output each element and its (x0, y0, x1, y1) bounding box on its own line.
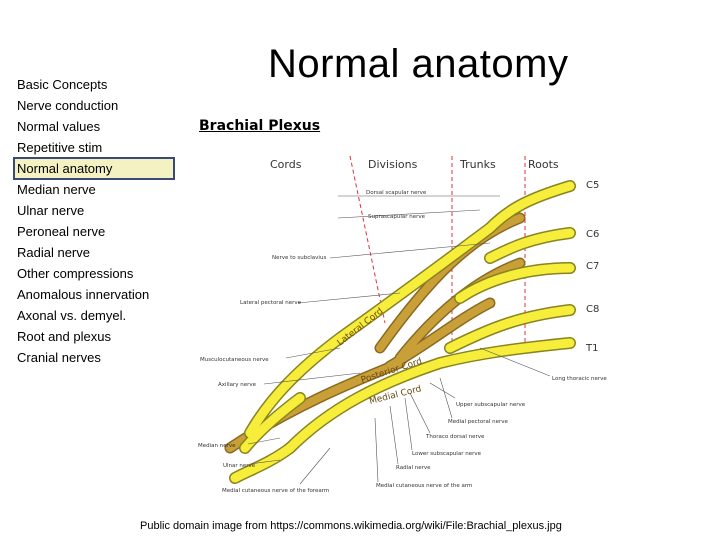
label-dorsal-scapular: Dorsal scapular nerve (366, 190, 427, 196)
branch-line-medial-cutaneous-arm (374, 417, 379, 483)
median-nerve (240, 393, 305, 453)
label-ulnar: Ulnar nerve (223, 463, 256, 469)
image-credit: Public domain image from https://commons… (140, 520, 562, 532)
label-lateral-pectoral: Lateral pectoral nerve (240, 300, 302, 306)
nav-item-repetitive-stim[interactable]: Repetitive stim (17, 140, 103, 155)
label-lower-subscapular: Lower subscapular nerve (412, 451, 482, 457)
divider-cords-divisions (349, 155, 386, 324)
label-nerve-to-subclavius: Nerve to subclavius (272, 255, 326, 261)
nav-item-anomalous-innervation[interactable]: Anomalous innervation (17, 287, 150, 302)
label-musculocutaneous: Musculocutaneous nerve (200, 357, 269, 363)
lateral-cord (245, 181, 575, 438)
branch-line-medial-cutaneous-forearm (299, 447, 331, 485)
label-suprascapular: Suprascapular nerve (368, 214, 426, 220)
c6-root (485, 228, 575, 263)
nav-item-cranial-nerves[interactable]: Cranial nerves (17, 350, 101, 365)
ulnar-nerve (230, 443, 295, 483)
diagram-title: Brachial Plexus (199, 118, 321, 134)
posterior-division-lower-fill (386, 299, 494, 370)
nav-item-other-compressions[interactable]: Other compressions (17, 266, 134, 281)
c8-root (445, 305, 575, 353)
label-thoracodorsal: Thoraco dorsal nerve (425, 434, 485, 440)
nav-item-median-nerve[interactable]: Median nerve (17, 182, 96, 197)
branch-line-subclavius (329, 242, 491, 259)
branch-line-radial (389, 405, 399, 465)
branch-line-upper-subscapular (429, 382, 456, 399)
header-divisions: Divisions (368, 158, 418, 171)
label-medial-pectoral: Medial pectoral nerve (448, 419, 509, 425)
branch-line-suprascapular (337, 209, 481, 219)
label-medial-cutaneous-forearm: Medial cutaneous nerve of the forearm (222, 488, 329, 494)
branch-line-long-thoracic (479, 347, 551, 377)
root-label-c5: C5 (586, 180, 599, 191)
branch-line-musculocutaneous (285, 347, 341, 359)
root-label-t1: T1 (585, 343, 598, 354)
branch-line-ulnar (249, 459, 281, 465)
c7-root (455, 263, 575, 303)
header-roots: Roots (528, 158, 559, 171)
nav-item-basic-concepts[interactable]: Basic Concepts (17, 77, 108, 92)
nav-item-normal-anatomy[interactable]: Normal anatomy (13, 157, 175, 180)
label-long-thoracic: Long thoracic nerve (552, 376, 607, 382)
root-label-c7: C7 (586, 261, 599, 272)
branch-line-thoracodorsal (409, 392, 431, 434)
page-title: Normal anatomy (268, 42, 569, 86)
branch-line-lateral-pectoral (297, 292, 401, 304)
nav-item-radial-nerve[interactable]: Radial nerve (17, 245, 90, 260)
nav-item-axonal-vs-demyel[interactable]: Axonal vs. demyel. (17, 308, 127, 323)
medial-cord (285, 338, 575, 453)
header-trunks: Trunks (459, 158, 496, 171)
nav-item-peroneal-nerve[interactable]: Peroneal nerve (17, 224, 106, 239)
brachial-plexus-diagram: Cords Divisions Trunks Roots (198, 155, 607, 494)
label-radial: Radial nerve (396, 465, 431, 471)
nav-item-ulnar-nerve[interactable]: Ulnar nerve (17, 203, 85, 218)
label-upper-subscapular: Upper subscapular nerve (456, 402, 526, 408)
root-label-c6: C6 (586, 229, 599, 240)
label-median: Median nerve (198, 443, 236, 449)
label-medial-cutaneous-arm: Medial cutaneous nerve of the arm (376, 483, 472, 489)
branch-line-lower-subscapular (404, 397, 413, 451)
yellow-nerves (229, 180, 576, 484)
branch-line-axillary (263, 372, 361, 385)
branch-lines (247, 195, 551, 485)
header-cords: Cords (270, 158, 302, 171)
nav-item-nerve-conduction[interactable]: Nerve conduction (17, 98, 119, 113)
branch-line-median (247, 437, 281, 445)
branch-line-medial-pectoral (439, 377, 453, 419)
label-axillary: Axillary nerve (218, 382, 257, 388)
sidebar-nav: Basic Concepts Nerve conduction Normal v… (13, 74, 175, 368)
nav-item-normal-values[interactable]: Normal values (17, 119, 101, 134)
nav-item-root-and-plexus[interactable]: Root and plexus (17, 329, 111, 344)
root-label-c8: C8 (586, 304, 599, 315)
